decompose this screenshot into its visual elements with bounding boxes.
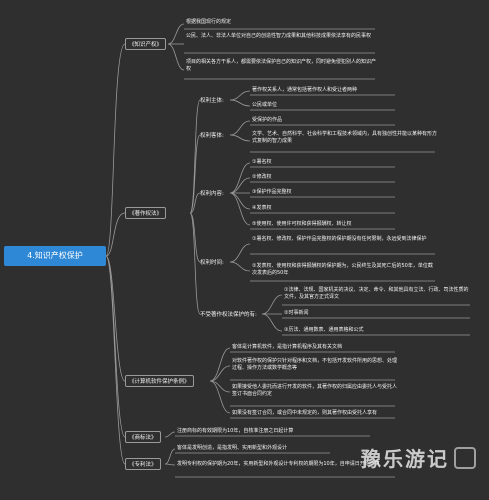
ip-leaf-2: 公民、法人、非法人单位对自己的创造性智力成果和其他科技成果依法享有的民事权 — [186, 33, 372, 39]
copyright-unprotected-item-3: ③历法、通用数表、通用表格和公式 — [284, 327, 364, 333]
copyright-term-label: 权利时间: — [200, 260, 224, 266]
copyright-subject-item-2: 公民或单位 — [252, 102, 278, 108]
copyright-subject-item-1: 著作权关系人，通常包括著作权人和受让者两种 — [252, 87, 358, 93]
copyright-unprotected-item-2: ②时事新闻 — [284, 310, 309, 316]
copyright-object-label: 权利客体: — [200, 133, 224, 139]
copyright-subject-label: 权利主体: — [200, 98, 224, 104]
copyright-object-item-1: 受保护的作品 — [252, 117, 283, 123]
patent-leaf-2: 发明专利权的保护期为20年，实用新型和外观设计专利权的期限为10年，自申请日开始… — [177, 461, 380, 467]
software-leaf-1: 客体是计算机软件，是指计算机程序及其有关文档 — [232, 344, 343, 350]
branch-patent-law[interactable]: 《专利法》 — [125, 458, 161, 470]
copyright-content-item-1: ①署名权 — [252, 159, 272, 165]
copyright-unprotected-item-1: ①法律、法规、国家机关的决议、决定、命令、和其他具有立法、行政、司法性质的文件，… — [284, 287, 469, 300]
branch-copyright-law[interactable]: 《著作权法》 — [125, 207, 167, 219]
copyright-content-item-4: ④发表权 — [252, 205, 272, 211]
copyright-term-item-1: ①署名权、修改权、保护作品完整权的保护期没有任何限制，永远受到法律保护 — [252, 236, 427, 242]
trademark-leaf-1: 注册商标的有效期限为10年，自核准注册之日起计算 — [177, 428, 294, 434]
software-leaf-3: 如果接受他人委托而进行开发的软件，其著作权的归属应由委托人与受托人签订书面合同约… — [232, 384, 398, 397]
branch-trademark-law[interactable]: 《商标法》 — [125, 431, 161, 443]
software-leaf-4: 如果没有签订合同，或合同中未规定的，则其著作权由受托人享有 — [232, 410, 378, 416]
watermark-text: 豫乐游记 — [361, 447, 449, 471]
software-leaf-2: 对软件著作权的保护只针对程序和文档，不包括开发软件所用的思想、处理过程、操作方法… — [232, 358, 398, 371]
branch-intellectual-property[interactable]: 《知识产权》 — [125, 38, 167, 50]
patent-leaf-1: 客体是发明创造，是指发明、实用新型和外观设计 — [177, 445, 288, 451]
root-node[interactable]: 4.知识产权保护 — [4, 246, 106, 266]
copyright-unprotected-label: 不受著作权法保护的有: — [200, 312, 257, 318]
copyright-content-item-2: ②修改权 — [252, 174, 272, 180]
copyright-content-item-5: ⑤使用权、使用许可权和获得报酬权、转让权 — [252, 221, 352, 227]
copyright-content-item-3: ③保护作品完整权 — [252, 189, 292, 195]
copyright-object-item-2: 文学、艺术、自然科学、社会科学和工程技术领域内，具有独创性并能以某种有形方式复制… — [252, 131, 438, 144]
branch-software-regulation[interactable]: 《计算机软件保护条例》 — [125, 375, 194, 387]
ip-leaf-3: 项目的相关各方干系人，都需要依法保护自己的知识产权，同时避免侵犯别人的知识产权 — [186, 59, 377, 72]
copyright-term-item-2: ②发表权、使用权和获得报酬权的保护期为，公民终生及其死亡后的50年，单位截次发表… — [252, 263, 433, 276]
ip-leaf-1: 根据我国现行的规定 — [186, 19, 232, 25]
copyright-content-label: 权利内容: — [200, 191, 224, 197]
watermark-logo-icon — [454, 447, 476, 469]
